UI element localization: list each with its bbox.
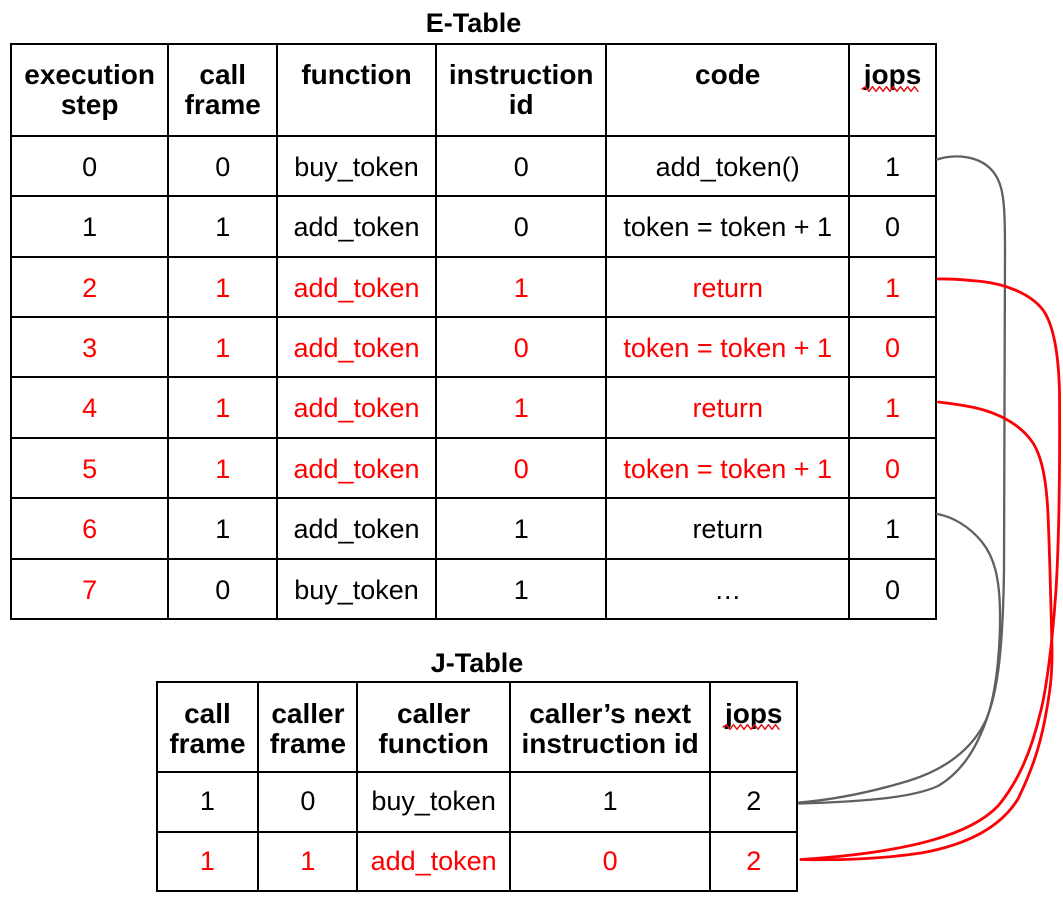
j-table-row: 1 0 buy_token 1 2 <box>155 770 798 833</box>
e-table-row: 3 1 add_token 0 token = token + 1 0 <box>9 315 938 379</box>
e-cell: 1 <box>167 376 279 439</box>
j-cell: 2 <box>709 770 798 833</box>
e-table-row: 4 1 add_token 1 return 1 <box>9 376 938 439</box>
e-cell: add_token <box>276 497 437 560</box>
j-cell: 0 <box>257 770 359 833</box>
e-col-instruction-id: instruction id <box>434 42 608 137</box>
e-table-row: 1 1 add_token 0 token = token + 1 0 <box>9 195 938 258</box>
e-cell: return <box>605 255 850 318</box>
e-table-row: 7 0 buy_token 1 … 0 <box>9 557 938 620</box>
e-cell: 1 <box>9 195 170 258</box>
e-cell: 0 <box>847 315 938 379</box>
e-cell: 1 <box>847 134 938 198</box>
e-cell: token = token + 1 <box>605 195 850 258</box>
e-table: execution step call frame function instr… <box>9 42 938 620</box>
e-col-call-frame: call frame <box>167 42 279 137</box>
j-cell: buy_token <box>356 770 511 833</box>
e-col-code: code <box>605 42 850 137</box>
j-cell: 1 <box>257 830 359 892</box>
j-col-caller-function: caller function <box>356 680 511 773</box>
e-cell: add_token <box>276 195 437 258</box>
j-cell: 1 <box>155 830 260 892</box>
e-cell: 0 <box>167 557 279 620</box>
e-col-function: function <box>276 42 437 137</box>
e-cell: 5 <box>9 436 170 500</box>
e-cell: return <box>605 497 850 560</box>
j-table: call frame caller frame caller function … <box>155 680 798 892</box>
j-col-call-frame: call frame <box>155 680 260 773</box>
e-cell: 1 <box>167 436 279 500</box>
e-cell: return <box>605 376 850 439</box>
j-col-caller-frame: caller frame <box>257 680 359 773</box>
e-table-row: 6 1 add_token 1 return 1 <box>9 497 938 560</box>
e-cell: … <box>605 557 850 620</box>
e-cell: 4 <box>9 376 170 439</box>
e-cell: 0 <box>434 315 608 379</box>
j-cell: 1 <box>155 770 260 833</box>
e-cell: 0 <box>9 134 170 198</box>
e-cell: token = token + 1 <box>605 436 850 500</box>
e-cell: 1 <box>434 255 608 318</box>
j-col-callers-next-instruction-id: caller’s next instruction id <box>508 680 712 773</box>
e-cell: 0 <box>847 436 938 500</box>
j-col-jops: jops <box>709 680 798 773</box>
e-cell: add_token <box>276 376 437 439</box>
e-cell: buy_token <box>276 134 437 198</box>
e-table-header-row: execution step call frame function instr… <box>9 42 938 137</box>
e-cell: add_token <box>276 315 437 379</box>
e-cell: 0 <box>167 134 279 198</box>
e-table-row: 2 1 add_token 1 return 1 <box>9 255 938 318</box>
j-cell: 0 <box>508 830 712 892</box>
e-cell: 1 <box>167 497 279 560</box>
e-cell: 3 <box>9 315 170 379</box>
e-cell: 1 <box>847 497 938 560</box>
e-cell: add_token <box>276 255 437 318</box>
e-cell: 1 <box>167 255 279 318</box>
e-cell: token = token + 1 <box>605 315 850 379</box>
e-cell: buy_token <box>276 557 437 620</box>
e-cell: 1 <box>434 557 608 620</box>
e-cell: 1 <box>434 376 608 439</box>
e-cell: 2 <box>9 255 170 318</box>
e-table-title: E-Table <box>425 8 522 38</box>
e-cell: 1 <box>167 195 279 258</box>
e-cell: 0 <box>434 436 608 500</box>
e-cell: add_token() <box>605 134 850 198</box>
e-cell: 0 <box>847 195 938 258</box>
e-cell: 1 <box>847 376 938 439</box>
e-cell: 0 <box>434 134 608 198</box>
j-table-row: 1 1 add_token 0 2 <box>155 830 798 892</box>
e-cell: 0 <box>434 195 608 258</box>
j-table-header-row: call frame caller frame caller function … <box>155 680 798 773</box>
j-table-title: J-Table <box>430 648 524 678</box>
e-cell: 1 <box>167 315 279 379</box>
e-cell: add_token <box>276 436 437 500</box>
e-col-execution-step: execution step <box>9 42 170 137</box>
e-cell: 6 <box>9 497 170 560</box>
j-cell: 1 <box>508 770 712 833</box>
e-table-row: 5 1 add_token 0 token = token + 1 0 <box>9 436 938 500</box>
e-table-row: 0 0 buy_token 0 add_token() 1 <box>9 134 938 198</box>
e-col-jops: jops <box>847 42 938 137</box>
j-cell: add_token <box>356 830 511 892</box>
j-cell: 2 <box>709 830 798 892</box>
e-cell: 0 <box>847 557 938 620</box>
e-cell: 1 <box>847 255 938 318</box>
e-cell: 7 <box>9 557 170 620</box>
e-cell: 1 <box>434 497 608 560</box>
